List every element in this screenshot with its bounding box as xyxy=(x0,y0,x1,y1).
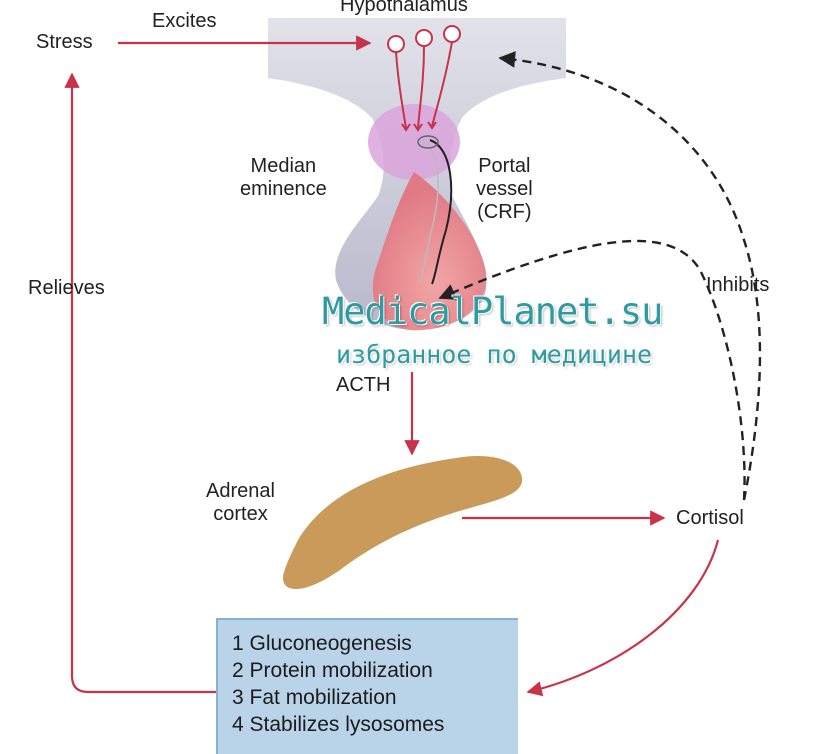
neuron-terminal-3 xyxy=(427,121,437,130)
effect-item: 2 Protein mobilization xyxy=(232,659,433,682)
portal-vessel-capillary xyxy=(417,135,439,149)
stress-label: Stress xyxy=(36,31,93,53)
relieves-arrow xyxy=(64,72,216,694)
watermark-title: MedicalPlanet.su xyxy=(322,290,663,333)
neuron-body-2 xyxy=(415,29,433,47)
neuron-terminal-1 xyxy=(401,123,411,132)
effect-item: 4 Stabilizes lysosomes xyxy=(232,713,445,736)
portal-vessel-label: Portal vessel (CRF) xyxy=(476,155,533,223)
inhibits-label: Inhibits xyxy=(706,274,770,296)
excites-label: Excites xyxy=(152,10,217,32)
hypothalamic-neurons xyxy=(387,25,461,132)
cortisol-label: Cortisol xyxy=(676,507,744,529)
watermark-subtitle: избранное по медицине xyxy=(336,340,653,369)
neuron-axon-2 xyxy=(417,45,425,129)
portal-vessel xyxy=(429,139,453,285)
portal-vessel-inner xyxy=(419,139,439,283)
effect-item: 3 Fat mobilization xyxy=(232,686,397,709)
neuron-axon-1 xyxy=(395,51,407,129)
adrenal-cortex-label: Adrenal cortex xyxy=(206,480,275,525)
relieves-label: Relieves xyxy=(28,277,105,299)
neuron-terminal-2 xyxy=(413,123,423,132)
hypothalamus-label: Hypothalamus xyxy=(340,0,468,16)
cortisol-to-effects-arrow xyxy=(526,539,720,697)
neuron-body-1 xyxy=(387,35,405,53)
cortisol-effects-box: 1 Gluconeogenesis 2 Protein mobilization… xyxy=(216,618,518,754)
median-eminence-shape xyxy=(368,104,460,180)
acth-label: ACTH xyxy=(336,374,391,396)
effect-item: 1 Gluconeogenesis xyxy=(232,632,412,655)
inhibits-pituitary-arrow xyxy=(438,239,746,501)
adrenal-cortex-shape xyxy=(283,456,523,590)
median-eminence-label: Median eminence xyxy=(240,155,327,200)
cortisol-effects-list: 1 Gluconeogenesis 2 Protein mobilization… xyxy=(218,620,518,738)
neuron-axon-3 xyxy=(431,41,453,127)
inhibits-hypothalamus-arrow xyxy=(498,51,762,501)
neuron-body-3 xyxy=(443,25,461,43)
